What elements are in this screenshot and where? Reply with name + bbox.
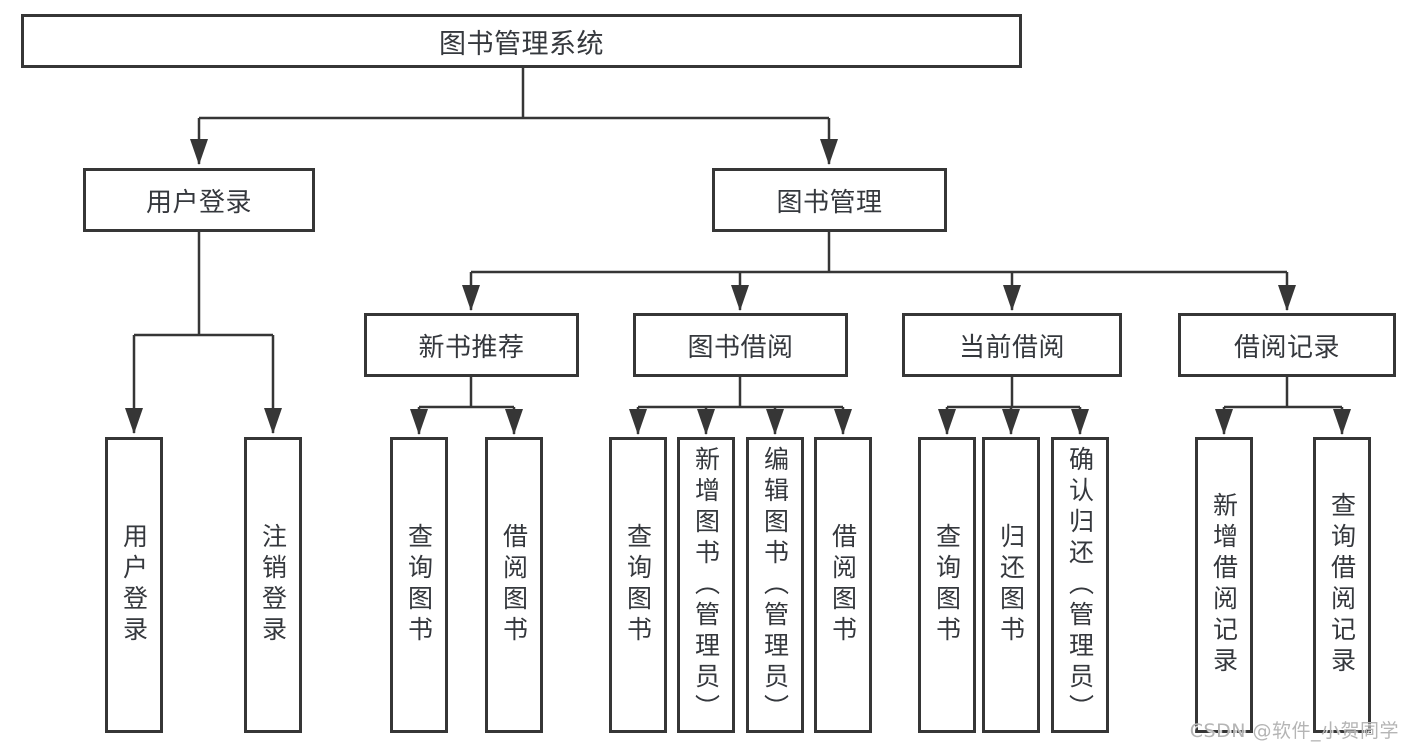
node-leaf-edit-books-admin: 编辑图书（管理员） (746, 437, 804, 733)
node-leaf-query-books-borrow: 查询图书 (609, 437, 667, 733)
node-leaf-add-books-admin: 新增图书（管理员） (677, 437, 735, 733)
node-label: 新增借阅记录 (1209, 492, 1239, 678)
node-current-borrowing: 当前借阅 (902, 313, 1122, 377)
node-label: 当前借阅 (958, 332, 1065, 363)
node-label: 新增图书（管理员） (691, 445, 721, 725)
node-leaf-borrow-books: 借阅图书 (814, 437, 872, 733)
node-label: 查询图书 (932, 523, 962, 647)
node-label: 借阅图书 (828, 523, 858, 647)
node-new-book-recommendation: 新书推荐 (364, 313, 579, 377)
node-label: 归还图书 (996, 523, 1026, 647)
connector-borrow-records-children (1215, 377, 1351, 435)
node-label: 借阅记录 (1233, 332, 1340, 363)
node-label: 编辑图书（管理员） (760, 445, 790, 725)
node-leaf-query-books-current: 查询图书 (918, 437, 976, 733)
csdn-watermark: CSDN @软件_小贺同学 (1189, 720, 1399, 742)
node-leaf-query-books-rec: 查询图书 (390, 437, 448, 733)
node-label: 新书推荐 (418, 332, 525, 363)
node-label: 查询借阅记录 (1327, 492, 1357, 678)
connector-book-mgmt-children (462, 232, 1296, 311)
connector-user-login-children (125, 232, 282, 434)
connector-current-borrow-children (938, 377, 1089, 435)
node-label: 用户登录 (119, 523, 149, 647)
connector-root-to-level1 (190, 68, 838, 165)
node-leaf-return-books: 归还图书 (982, 437, 1040, 733)
node-label: 图书管理系统 (439, 28, 604, 60)
node-leaf-confirm-return-admin: 确认归还（管理员） (1051, 437, 1109, 733)
node-borrowing-records: 借阅记录 (1178, 313, 1396, 377)
node-book-borrowing: 图书借阅 (633, 313, 848, 377)
node-leaf-add-borrow-record: 新增借阅记录 (1195, 437, 1253, 733)
node-label: 图书借阅 (687, 332, 794, 363)
connector-book-borrow-children (629, 377, 852, 435)
connector-new-book-rec-children (410, 377, 523, 435)
node-library-management-system: 图书管理系统 (21, 14, 1022, 68)
node-label: 注销登录 (258, 523, 288, 647)
node-label: 确认归还（管理员） (1065, 445, 1095, 725)
node-leaf-query-borrow-record: 查询借阅记录 (1313, 437, 1371, 733)
node-user-login: 用户登录 (83, 168, 315, 232)
node-label: 图书管理 (776, 187, 883, 218)
node-label: 查询图书 (623, 523, 653, 647)
node-leaf-borrow-books-rec: 借阅图书 (485, 437, 543, 733)
node-label: 借阅图书 (499, 523, 529, 647)
node-leaf-user-login: 用户登录 (105, 437, 163, 733)
node-book-management: 图书管理 (712, 168, 947, 232)
node-label: 查询图书 (404, 523, 434, 647)
node-label: 用户登录 (145, 187, 252, 218)
node-leaf-logout: 注销登录 (244, 437, 302, 733)
